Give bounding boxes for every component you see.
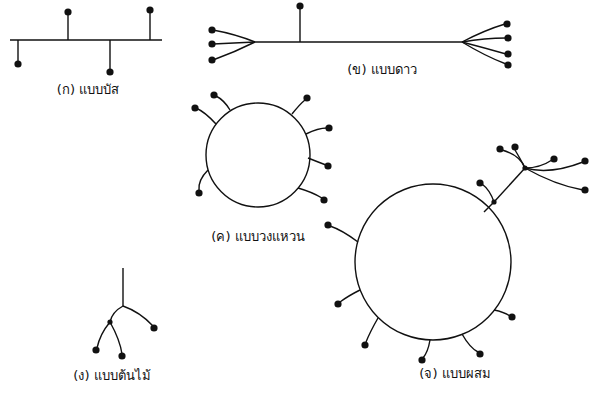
star-label: (ข) แบบดาว: [345, 62, 418, 78]
ring-topology: [191, 91, 332, 207]
ring-label: (ค) แบบวงแหวน: [209, 229, 306, 245]
hybrid-topology: [324, 143, 588, 363]
bus-label: (ก) แบบบัส: [55, 82, 121, 98]
tree-topology: [92, 268, 157, 360]
tree-label: (ง) แบบต้นไม้: [71, 368, 152, 384]
hybrid-label: (จ) แบบผสม: [417, 366, 492, 382]
star-topology: [208, 2, 511, 68]
bus-topology: [10, 6, 162, 75]
